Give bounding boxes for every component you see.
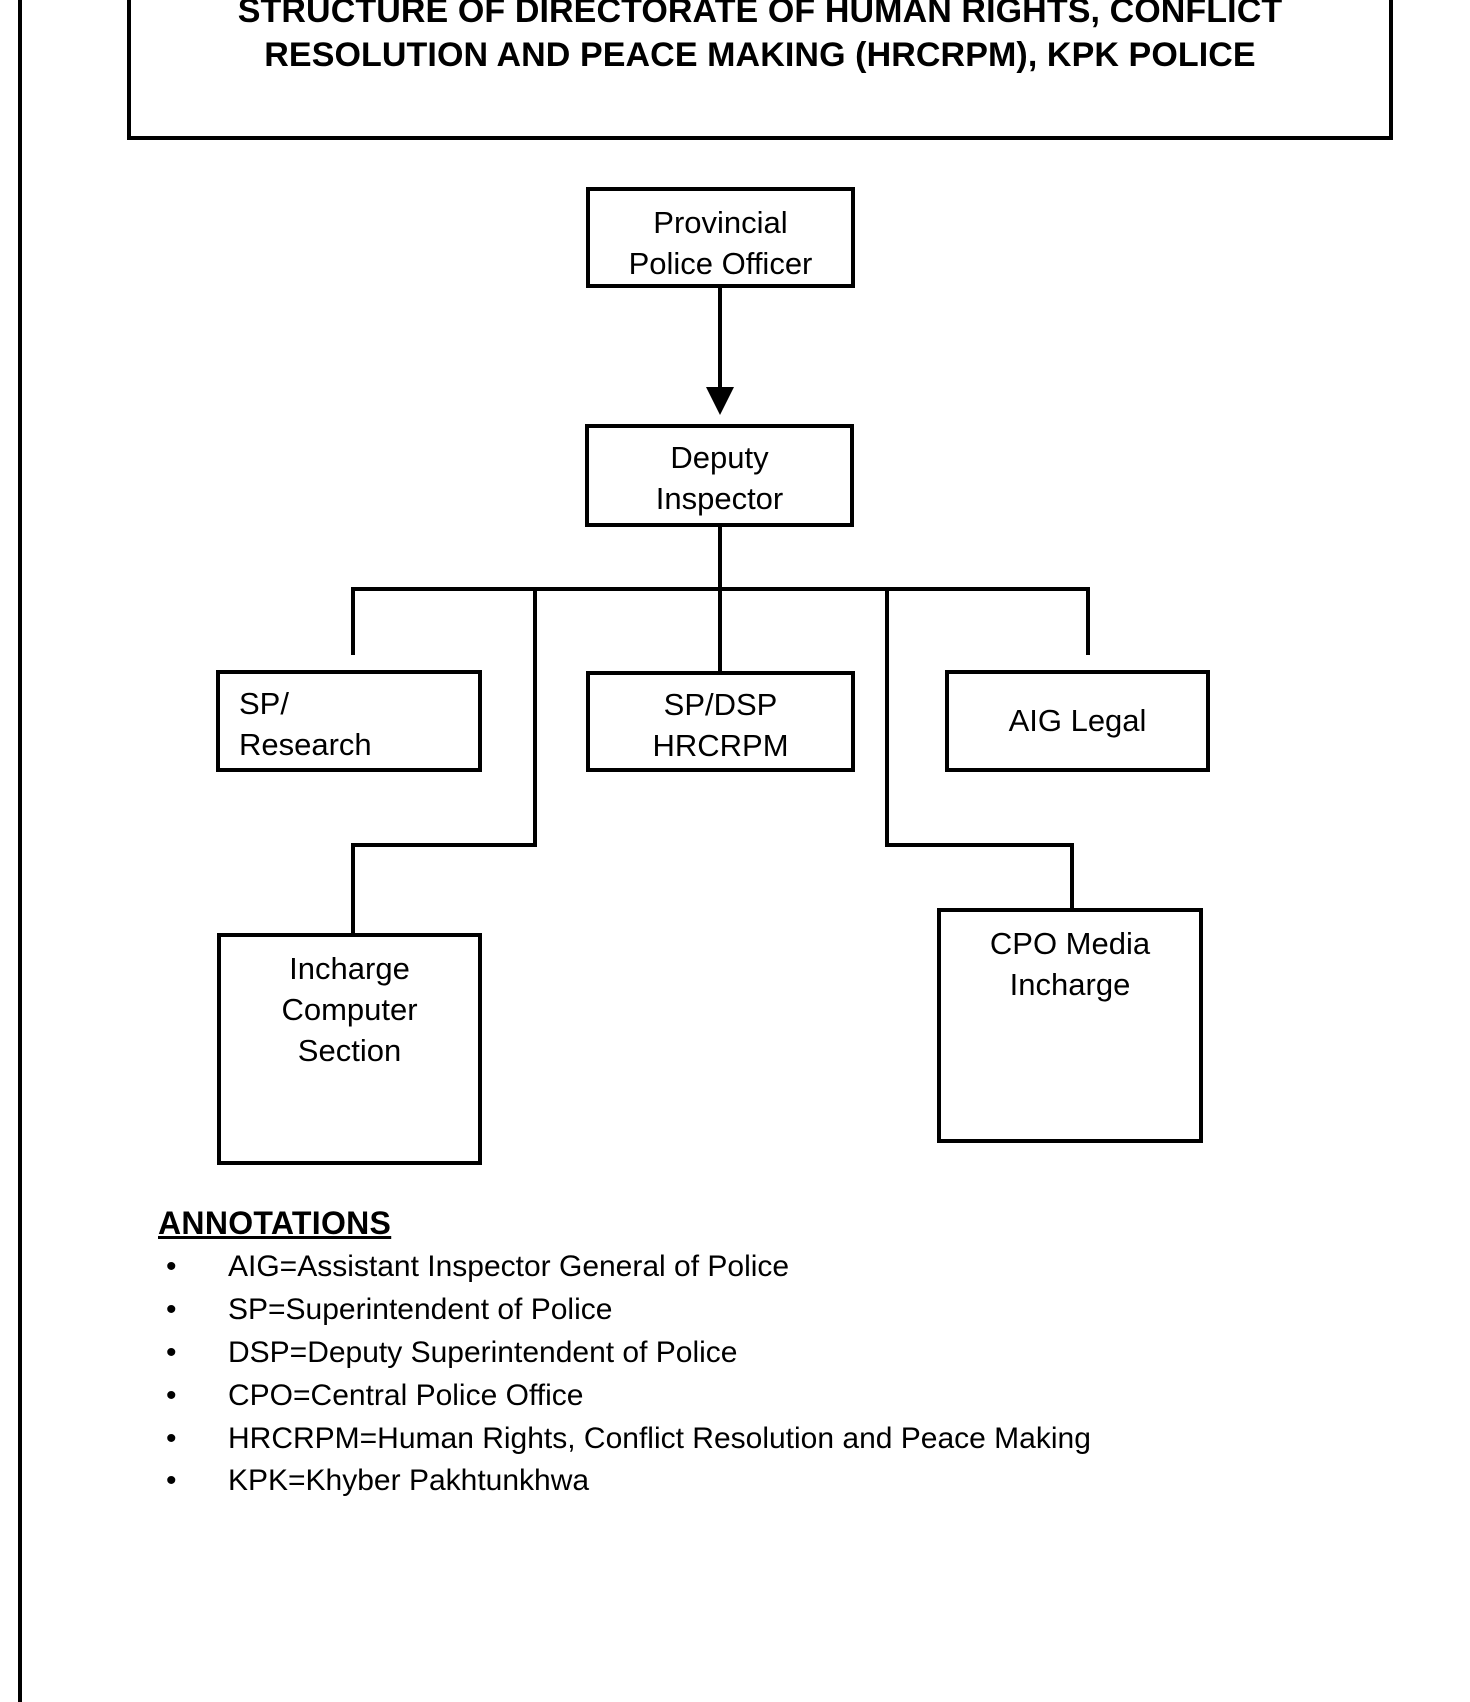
list-item: • HRCRPM=Human Rights, Conflict Resoluti… <box>158 1418 1278 1461</box>
org-node-label: CPO Media Incharge <box>989 926 1151 1002</box>
list-item-text: KPK=Khyber Pakhtunkhwa <box>228 1464 590 1498</box>
org-node-label: Incharge Computer Section <box>281 951 418 1068</box>
annotations-heading: ANNOTATIONS <box>158 1205 392 1241</box>
page-title: STRUCTURE OF DIRECTORATE OF HUMAN RIGHTS… <box>237 0 1283 74</box>
org-node-label: Deputy Inspector <box>655 440 784 516</box>
org-node-label: SP/ Research <box>239 686 372 762</box>
connector-elbow-cpo-media-horizontal <box>885 843 1074 847</box>
org-node-sp-research: SP/ Research <box>216 670 482 772</box>
list-item: • AIG=Assistant Inspector General of Pol… <box>158 1246 1278 1289</box>
list-item: • CPO=Central Police Office <box>158 1375 1278 1418</box>
org-node-incharge-computer-section: Incharge Computer Section <box>217 933 482 1165</box>
list-item-text: AIG=Assistant Inspector General of Polic… <box>228 1250 790 1283</box>
connector-drop-aig-legal <box>1086 587 1090 655</box>
bullet-icon: • <box>166 1292 177 1326</box>
bullet-icon: • <box>166 1335 177 1369</box>
list-item: • KPK=Khyber Pakhtunkhwa <box>158 1460 1278 1503</box>
connector-drop-sp-research <box>351 587 355 655</box>
org-node-cpo-media-incharge: CPO Media Incharge <box>937 908 1203 1143</box>
connector-ppo-to-dig <box>718 288 722 392</box>
arrow-head-icon <box>706 387 734 415</box>
page-left-border <box>18 0 22 1702</box>
list-item-text: SP=Superintendent of Police <box>228 1292 613 1326</box>
annotations-list: • AIG=Assistant Inspector General of Pol… <box>158 1246 1278 1503</box>
org-node-provincial-police-officer: Provincial Police Officer <box>586 187 855 288</box>
bullet-icon: • <box>166 1250 177 1283</box>
connector-drop-sp-dsp-hrcrpm <box>718 587 722 671</box>
connector-elbow-computer-section-horizontal <box>351 843 537 847</box>
org-node-deputy-inspector: Deputy Inspector <box>585 424 854 527</box>
org-node-label: Provincial Police Officer <box>628 205 813 281</box>
connector-dig-stem <box>718 527 722 589</box>
connector-drop-cpo-media-final <box>1070 843 1074 910</box>
connector-drop-cpo-media-vertical <box>885 587 889 845</box>
chart-title-box: STRUCTURE OF DIRECTORATE OF HUMAN RIGHTS… <box>127 0 1393 140</box>
list-item: • SP=Superintendent of Police <box>158 1289 1278 1332</box>
annotations-section: ANNOTATIONS • AIG=Assistant Inspector Ge… <box>158 1205 1278 1503</box>
org-node-label: AIG Legal <box>1008 703 1147 738</box>
list-item-text: HRCRPM=Human Rights, Conflict Resolution… <box>228 1421 1091 1455</box>
bullet-icon: • <box>166 1421 177 1455</box>
connector-drop-computer-section-vertical <box>533 587 537 845</box>
list-item: • DSP=Deputy Superintendent of Police <box>158 1332 1278 1375</box>
org-node-aig-legal: AIG Legal <box>945 670 1210 772</box>
connector-drop-computer-section-final <box>351 843 355 935</box>
list-item-text: CPO=Central Police Office <box>228 1378 584 1412</box>
bullet-icon: • <box>166 1378 177 1412</box>
org-node-label: SP/DSP HRCRPM <box>652 687 789 763</box>
bullet-icon: • <box>166 1464 177 1498</box>
org-node-sp-dsp-hrcrpm: SP/DSP HRCRPM <box>586 671 855 772</box>
list-item-text: DSP=Deputy Superintendent of Police <box>228 1335 738 1369</box>
